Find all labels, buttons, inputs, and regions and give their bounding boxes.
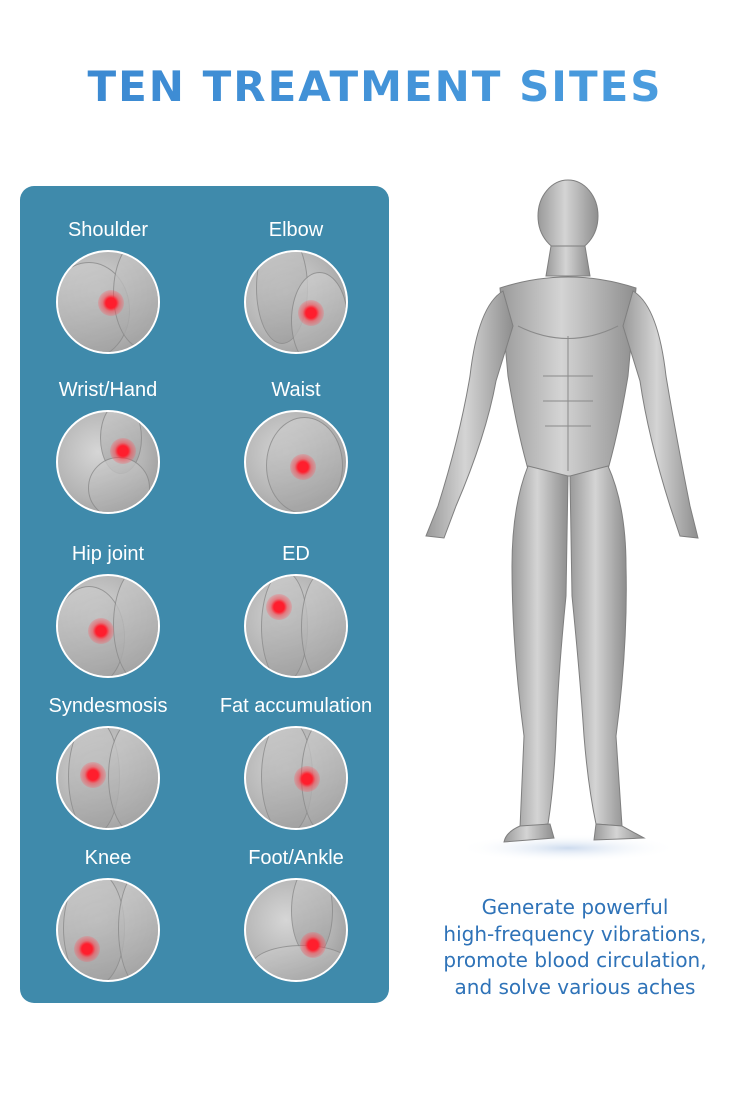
site-label: Hip joint bbox=[71, 543, 145, 565]
treatment-point-marker bbox=[110, 438, 136, 464]
page-title: TEN TREATMENT SITES bbox=[0, 62, 750, 111]
treatment-sites-panel: Shoulder Elbow Wrist/Hand Waist Hip bbox=[20, 186, 389, 1003]
hip-joint-image bbox=[56, 574, 160, 678]
site-label: Elbow bbox=[268, 219, 324, 241]
site-foot-ankle: Foot/Ankle bbox=[206, 846, 386, 982]
wrist-hand-image bbox=[56, 410, 160, 514]
left-leg bbox=[569, 465, 627, 827]
caption-line: Generate powerful bbox=[481, 895, 669, 919]
fat-accumulation-image bbox=[244, 726, 348, 830]
site-label: Foot/Ankle bbox=[248, 847, 344, 869]
site-label: Shoulder bbox=[67, 219, 149, 241]
caption-line: promote blood circulation, bbox=[443, 948, 707, 972]
site-waist: Waist bbox=[206, 378, 386, 514]
waist-image bbox=[244, 410, 348, 514]
foot-ankle-image bbox=[244, 878, 348, 982]
anatomy-figure bbox=[425, 179, 699, 862]
site-label: Syndesmosis bbox=[48, 695, 168, 717]
treatment-point-marker bbox=[298, 300, 324, 326]
benefits-caption: Generate powerful high-frequency vibrati… bbox=[410, 894, 740, 1000]
right-leg bbox=[511, 465, 569, 829]
caption-line: high-frequency vibrations, bbox=[443, 921, 707, 946]
site-label: Fat accumulation bbox=[219, 695, 373, 717]
site-knee: Knee bbox=[18, 846, 198, 982]
treatment-point-marker bbox=[98, 290, 124, 316]
left-arm bbox=[622, 290, 699, 539]
ed-image bbox=[244, 574, 348, 678]
site-wrist-hand: Wrist/Hand bbox=[18, 378, 198, 514]
right-arm bbox=[425, 290, 514, 539]
site-hip-joint: Hip joint bbox=[18, 542, 198, 678]
head bbox=[537, 179, 599, 253]
site-elbow: Elbow bbox=[206, 218, 386, 354]
site-label: Knee bbox=[84, 847, 132, 869]
site-label: Waist bbox=[271, 379, 321, 401]
caption-line: and solve various aches bbox=[454, 974, 696, 999]
treatment-point-marker bbox=[300, 932, 326, 958]
treatment-point-marker bbox=[88, 618, 114, 644]
knee-image bbox=[56, 878, 160, 982]
site-ed: ED bbox=[206, 542, 386, 678]
syndesmosis-image bbox=[56, 726, 160, 830]
site-label: ED bbox=[282, 543, 310, 565]
site-label: Wrist/Hand bbox=[58, 379, 158, 401]
treatment-point-marker bbox=[266, 594, 292, 620]
shoulder-image bbox=[56, 250, 160, 354]
site-syndesmosis: Syndesmosis bbox=[18, 694, 198, 830]
treatment-point-marker bbox=[290, 454, 316, 480]
treatment-point-marker bbox=[294, 766, 320, 792]
treatment-point-marker bbox=[74, 936, 100, 962]
treatment-point-marker bbox=[80, 762, 106, 788]
site-shoulder: Shoulder bbox=[18, 218, 198, 354]
elbow-image bbox=[244, 250, 348, 354]
site-fat-accumulation: Fat accumulation bbox=[206, 694, 386, 830]
